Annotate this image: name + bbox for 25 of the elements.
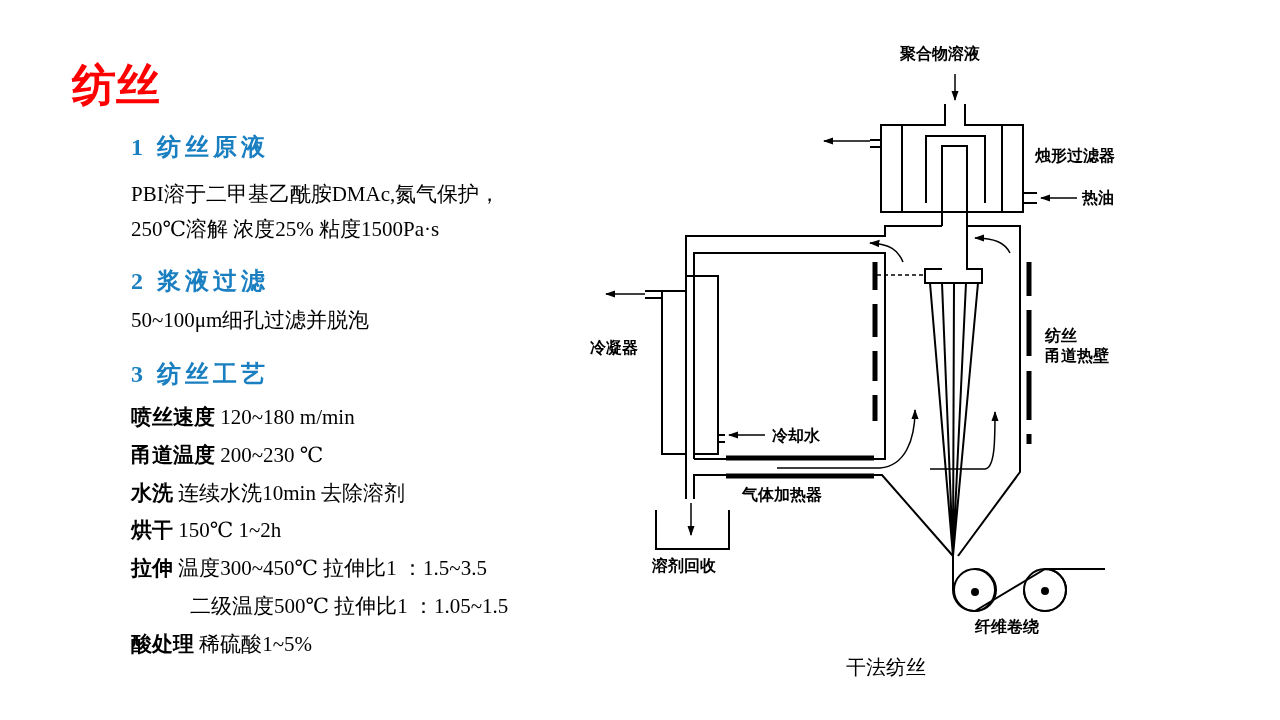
part-label: 纤维卷绕 — [975, 617, 1039, 638]
parameter-text: 水洗 连续水洗10min 去除溶剂 — [131, 480, 406, 507]
part-label: 溶剂回收 — [652, 556, 716, 577]
section-heading: 3 纺丝工艺 — [131, 360, 269, 389]
part-label: 烛形过滤器 — [1035, 146, 1115, 167]
part-label: 气体加热器 — [742, 485, 822, 506]
body-text: 250℃溶解 浓度25% 粘度1500Pa·s — [131, 216, 440, 243]
parameter-text: 烘干 150℃ 1~2h — [131, 517, 282, 544]
body-text: PBI溶于二甲基乙酰胺DMAc,氮气保护， — [131, 181, 501, 208]
parameter-text: 喷丝速度 120~180 m/min — [131, 404, 355, 431]
parameter-text: 酸处理 稀硫酸1~5% — [131, 631, 313, 658]
slide-title: 纺丝 — [72, 58, 160, 112]
body-text: 50~100μm细孔过滤并脱泡 — [131, 307, 370, 334]
parameter-text: 二级温度500℃ 拉伸比1 ：1.05~1.5 — [190, 593, 509, 620]
part-label: 热油 — [1082, 188, 1114, 209]
parameter-text: 甬道温度 200~230 ℃ — [131, 442, 324, 469]
section-heading: 1 纺丝原液 — [131, 133, 269, 162]
figure-caption: 干法纺丝 — [846, 654, 926, 681]
part-label: 聚合物溶液 — [900, 44, 980, 65]
part-label: 纺丝 — [1045, 326, 1077, 347]
part-label: 冷却水 — [772, 426, 820, 447]
part-label: 冷凝器 — [590, 338, 638, 359]
parameter-text: 拉伸 温度300~450℃ 拉伸比1 ：1.5~3.5 — [131, 555, 487, 582]
part-label: 甬道热壁 — [1045, 346, 1109, 367]
section-heading: 2 浆液过滤 — [131, 267, 269, 296]
